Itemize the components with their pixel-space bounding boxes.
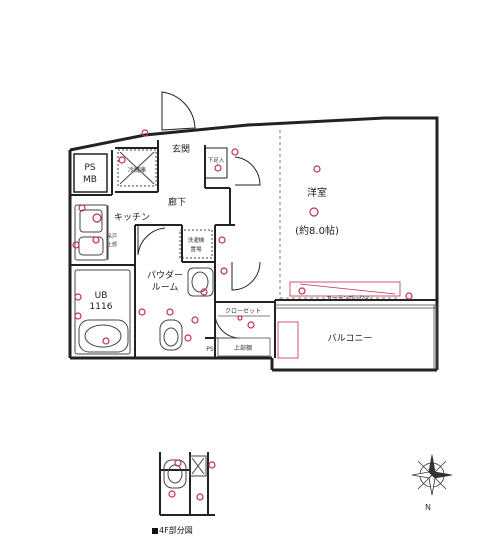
outlet-mark (78, 204, 86, 212)
outlet-mark (74, 312, 82, 320)
outlet-mark (220, 267, 228, 275)
outlet-mark (191, 316, 199, 324)
laundry-label-1: 洗濯機 (188, 236, 205, 244)
curtain-box (289, 281, 401, 297)
curtain-box-label: カーテンボックス (326, 294, 370, 302)
outlet-mark (92, 213, 102, 223)
partial-plan-outlets (168, 459, 216, 501)
powder-room-label-2: ルーム (152, 282, 179, 293)
outlet-mark (214, 164, 222, 172)
powder-fixtures (159, 267, 214, 351)
outlet-mark (200, 288, 208, 296)
room-labels: PS MB 玄関 廊下 キッチン パウダー ルーム UB 1116 洋室 (約8… (83, 143, 372, 353)
outlet-mark (231, 148, 239, 156)
outlet-mark (237, 315, 243, 321)
outlet-mark (92, 236, 100, 244)
kitchen-fixtures (74, 204, 109, 261)
caption-square-icon (152, 527, 158, 534)
outlet-mark (102, 337, 110, 345)
ps-mb-label-2: MB (83, 175, 97, 185)
laundry-box (179, 229, 213, 259)
balcony-rail (277, 321, 299, 359)
ps-mb-box (73, 153, 108, 193)
hallway-label: 廊下 (168, 196, 186, 208)
partial-plan-4f (159, 452, 215, 516)
ps-small-label: PS (206, 346, 214, 353)
outlet-mark (208, 461, 216, 469)
western-room-boundary (279, 130, 400, 300)
western-room-label-1: 洋室 (307, 186, 327, 199)
unit-bath-label-2: 1116 (90, 302, 113, 312)
outlets (72, 129, 413, 345)
outlet-mark (309, 207, 319, 217)
interior-walls (70, 140, 437, 358)
glazing-lines (275, 304, 438, 370)
outlet-mark (141, 129, 149, 137)
upper-cabinet-label-2: 上部 (107, 241, 117, 248)
outlet-mark (313, 165, 321, 173)
outlet-mark (405, 292, 413, 300)
partial-plan-caption: 4F部分図 (152, 525, 193, 536)
ps-mb-label-1: PS (84, 163, 95, 173)
compass-icon (411, 454, 453, 496)
partial-plan-caption-text: 4F部分図 (159, 526, 193, 535)
shoe-box (204, 147, 228, 179)
partial-plan-fixtures (163, 455, 207, 489)
unit-bath-label-1: UB (95, 291, 108, 301)
outlet-mark (218, 236, 226, 244)
fridge-box (117, 149, 157, 187)
upper-closet-label: 上部棚 (234, 344, 252, 352)
entrance-label: 玄関 (172, 143, 190, 155)
outlet-mark (184, 334, 192, 342)
outlet-mark (298, 287, 306, 295)
closet-fixtures (217, 315, 271, 357)
laundry-label-2: 置場 (190, 245, 202, 253)
fridge-label: 冷蔵庫 (128, 166, 146, 174)
outlet-mark (72, 241, 80, 249)
kitchen-label: キッチン (114, 212, 150, 223)
balcony-label: バルコニー (328, 333, 373, 344)
outlet-mark (168, 490, 176, 498)
compass-north-label: N (425, 503, 431, 512)
western-room-label-2: (約8.0帖) (295, 224, 339, 237)
outlet-mark (74, 293, 82, 301)
outlet-mark (196, 493, 204, 501)
outlet-mark (118, 156, 126, 164)
outlet-mark (138, 308, 146, 316)
shoe-box-label: 下足入 (208, 157, 225, 164)
bath-fixtures (74, 269, 131, 355)
powder-room-label-1: パウダー (147, 269, 183, 281)
closet-label: クローゼット (225, 307, 261, 315)
outlet-mark (247, 321, 255, 329)
outlet-mark (174, 459, 182, 467)
outlet-mark (166, 308, 174, 316)
main-unit-walls (68, 116, 439, 372)
upper-cabinet-label-1: 吊戸 (107, 234, 117, 240)
